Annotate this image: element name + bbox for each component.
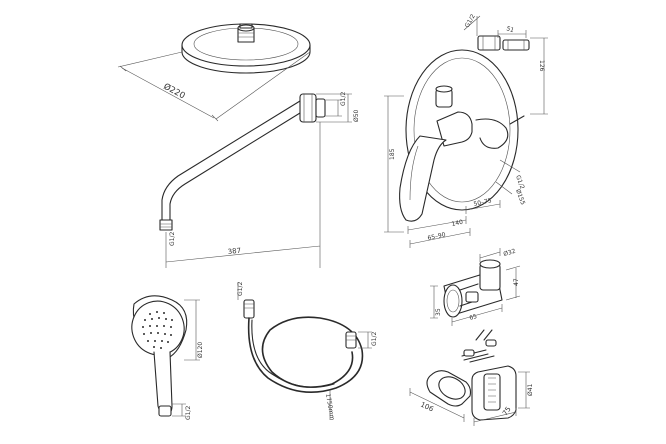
hand-diameter-label: Ø120 [197,342,204,358]
mixer-h-right-label: 126 [538,60,545,72]
mixer-g-right-label: G1/2 [514,174,526,190]
arm-diameter-label: Ø50 [353,109,360,122]
hose-g-right-label: G1/2 [371,332,378,346]
mixer-diameter-label: Ø155 [514,188,526,206]
holder-left-label: 35 [435,308,442,316]
mixer-g-top-label: G1/2 [464,13,477,29]
mixer-h-left-label: 185 [389,148,396,160]
hose-length-label: 1750mm [324,393,336,421]
mixer-w-140-label: 140 [451,219,464,228]
hand-g-label: G1/2 [185,406,192,420]
head-diameter-label: Ø220 [162,81,187,101]
holder-side-label: 47 [513,278,520,286]
hand-shower: Ø120 G1/2 [131,295,204,420]
mixer-range1-label: 50–75 [473,197,493,208]
bracket-75-label: 75 [501,405,513,417]
arm-g-top-label: G1/2 [340,92,347,106]
overhead-shower-head: Ø220 [117,23,311,122]
slide-bracket: Ø41 106 75 [409,329,534,426]
bracket-dia-label: Ø41 [527,383,534,396]
arm-g-bottom-label: G1/2 [169,232,176,246]
holder-bottom-label: 65 [469,313,478,322]
mixer-range2-label: 65–90 [427,231,447,242]
holder-dia-label: Ø32 [503,248,517,258]
concealed-mixer: G1/2 51 126 185 G1/2 Ø155 50–75 140 65–9… [384,13,548,248]
bracket-106-label: 106 [419,401,435,414]
arm-length-label: 387 [227,247,241,256]
nozzle-grid [142,311,173,349]
mixer-w-top-label: 51 [505,25,515,34]
wall-outlet-holder: Ø32 47 35 65 [430,248,521,326]
hose-g-top-label: G1/2 [237,282,244,296]
shower-arm: G1/2 Ø50 387 G1/2 [159,92,360,268]
shower-hose: G1/2 G1/2 1750mm [237,282,378,422]
